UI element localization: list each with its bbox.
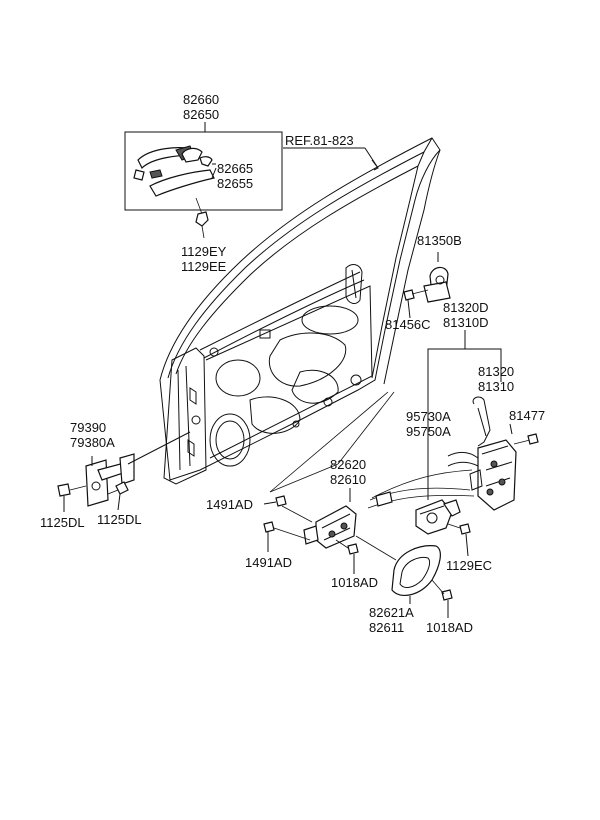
screw-1129ey [195,197,209,239]
label-82611: 82611 [369,620,404,635]
screw-81456c [403,289,429,319]
label-1129ey: 1129EY [181,244,227,259]
label-81456c: 81456C [385,317,431,332]
label-79380a: 79380A [70,435,115,450]
label-1125dl-left: 1125DL [40,515,85,530]
label-82650: 82650 [183,107,219,122]
label-82621a: 82621A [369,605,414,620]
outside-handle [133,145,215,197]
label-81320: 81320 [478,364,514,379]
screw-1018ad-bottom [431,579,453,618]
label-1491ad-bottom: 1491AD [245,555,292,570]
outside-handle-callout-box [124,131,283,211]
label-1018ad-top: 1018AD [331,575,378,590]
label-1125dl-right: 1125DL [97,512,142,527]
label-95730a: 95730A [406,409,451,424]
label-82665: 82665 [217,161,253,176]
label-81350b: 81350B [417,233,462,248]
door-shell [159,137,441,485]
inside-handle-82620 [303,505,357,549]
label-82620: 82620 [330,457,366,472]
screw-1129ec [447,523,471,557]
inside-handle-cover-82621a [355,535,441,597]
bolt-1125dl-left [57,483,87,512]
door-latch-81320 [447,396,517,511]
label-81320d: 81320D [443,300,489,315]
label-81477: 81477 [509,408,545,423]
label-1491ad-top: 1491AD [206,497,253,512]
label-82610: 82610 [330,472,366,487]
bolt-1125dl-right [107,481,129,511]
door-hinge-79390 [85,453,135,507]
label-81310: 81310 [478,379,514,394]
screw-81477 [509,423,539,445]
label-1129ee: 1129EE [181,259,227,274]
screw-1018ad-top [335,539,359,574]
label-82655: 82655 [217,176,253,191]
label-79390: 79390 [70,420,106,435]
label-81310d: 81310D [443,315,489,330]
label-1018ad-bottom: 1018AD [426,620,473,635]
label-82660: 82660 [183,92,219,107]
clip-1491ad-top [263,495,287,507]
clip-1491ad-bottom [263,521,311,552]
label-ref-81-823: REF.81-823 [285,133,354,148]
door-striker-81350b [423,252,451,303]
label-1129ec: 1129EC [446,558,492,573]
label-95750a: 95750A [406,424,451,439]
door-lock-actuator [367,430,475,535]
